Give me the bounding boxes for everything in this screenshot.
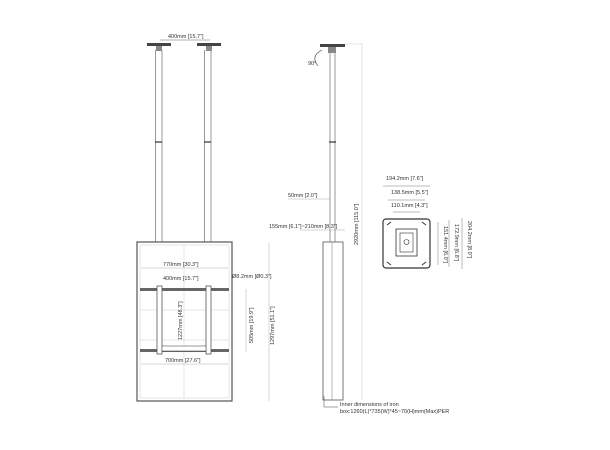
side-display	[322, 241, 344, 401]
display-frame	[136, 241, 233, 402]
pole-right	[204, 50, 212, 242]
plate-width-mid-label: 138.5mm [5.5"]	[391, 190, 429, 196]
bottom-width-label: 700mm [27.6"]	[165, 358, 201, 364]
rotation-arrow-icon	[314, 49, 323, 67]
side-view: 90° 50mm [2.0"] 155mm [6.1"]~210mm [8.3"…	[269, 43, 449, 415]
plate-width-outer-label: 194.2mm [7.6"]	[386, 176, 424, 182]
ceiling-plate-detail: 194.2mm [7.6"] 138.5mm [5.5"] 110.1mm [4…	[382, 176, 472, 269]
adjust-range-label: 155mm [6.1"]~210mm [8.3"]	[269, 224, 338, 230]
offset-label: 50mm [2.0"]	[288, 193, 318, 199]
vesa-height-label: 505mm [19.9"]	[249, 307, 255, 343]
ceiling-plate-right	[197, 43, 221, 46]
frame-width-label: 770mm [30.3"]	[163, 262, 199, 268]
pole-diameter-label: Ø8.2mm [Ø0.3"]	[232, 274, 272, 280]
side-ceiling-plate	[320, 44, 345, 47]
front-view: 400mm [15.7"] 770mm [30.3"] 400mm [15.7"…	[136, 34, 276, 402]
pole-spacing-label: 400mm [15.7"]	[168, 34, 204, 40]
rotation-label: 90°	[308, 61, 316, 67]
frame-height-label: 1297mm [51.1"]	[270, 306, 276, 345]
plate-height-inner-label: 151.4mm [6.0"]	[442, 226, 448, 264]
rail-top	[140, 288, 229, 291]
total-height-label: 2920mm [115.0"]	[354, 203, 360, 245]
iron-box-note-line2: box:1260(L)*735(W)*45~70(H)mm(Max)PER	[340, 409, 449, 415]
bracket-height-label: 1227mm [48.3"]	[178, 301, 184, 340]
ceiling-plate-left	[147, 43, 171, 46]
bracket-left	[156, 285, 163, 355]
bracket-spacing-label: 400mm [15.7"]	[163, 276, 199, 282]
plate-width-inner-label: 110.1mm [4.3"]	[391, 203, 428, 209]
pole-left	[155, 50, 163, 242]
plate-height-outer-label: 204.2mm [8.0"]	[466, 221, 472, 259]
ceiling-plate-body	[382, 218, 431, 269]
plate-height-mid-label: 172.9mm [6.8"]	[453, 224, 459, 262]
iron-box-note-line1: Inner dimensions of iron	[340, 402, 399, 408]
bracket-right	[205, 285, 212, 355]
